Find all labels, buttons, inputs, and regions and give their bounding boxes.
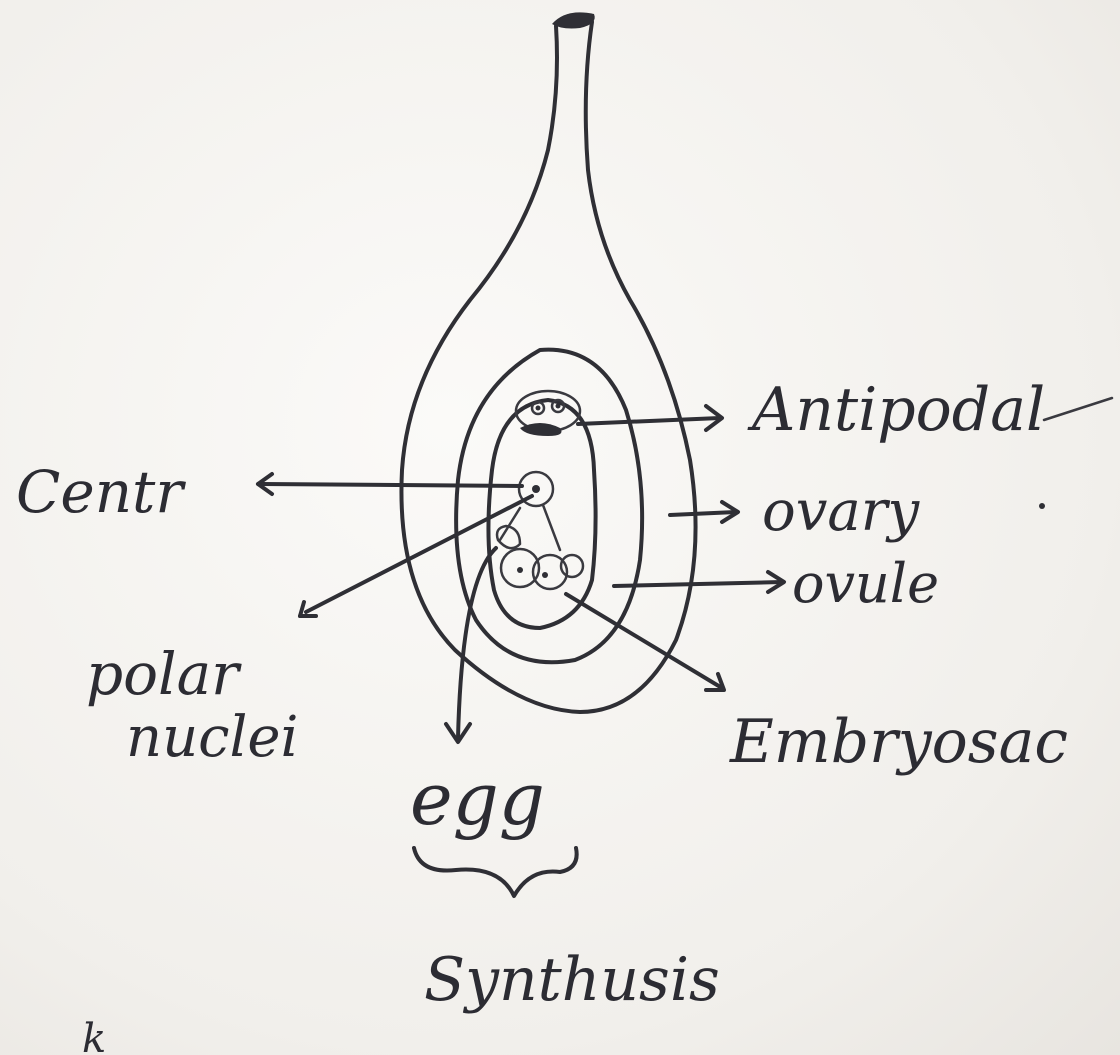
- pointer-center: [256, 472, 524, 496]
- egg-apparatus: [495, 503, 585, 591]
- central-cell: [517, 470, 555, 508]
- synergid-brace: [412, 846, 579, 898]
- pointer-antipodal: [576, 404, 724, 432]
- pistil-outline: [399, 20, 698, 714]
- label-synergids: Synthusis: [424, 945, 720, 1015]
- pointer-ovule: [612, 570, 786, 594]
- label-embryosac: Embryosac: [729, 707, 1068, 777]
- label-polar-line2: nuclei: [126, 705, 298, 770]
- ink-dot: [1039, 503, 1045, 509]
- label-egg: egg: [410, 757, 545, 841]
- label-ovule: ovule: [792, 552, 939, 615]
- label-antipodal-underline: [1042, 396, 1114, 422]
- pointer-egg: [444, 546, 498, 744]
- stigma-tip: [552, 12, 595, 29]
- label-polar-line1: polar: [86, 640, 242, 708]
- pointer-polar-nuclei: [298, 494, 534, 618]
- label-antipodal: Antipodal: [747, 375, 1045, 445]
- label-ovary: ovary: [762, 479, 921, 544]
- ovule-outline: [454, 347, 645, 665]
- pointer-embryosac: [564, 592, 726, 692]
- embryosac-outline: [486, 398, 598, 630]
- corner-mark: k: [82, 1016, 106, 1055]
- label-center: Centr: [16, 458, 186, 526]
- antipodal-cells: [514, 389, 582, 436]
- pointer-ovary: [668, 500, 740, 524]
